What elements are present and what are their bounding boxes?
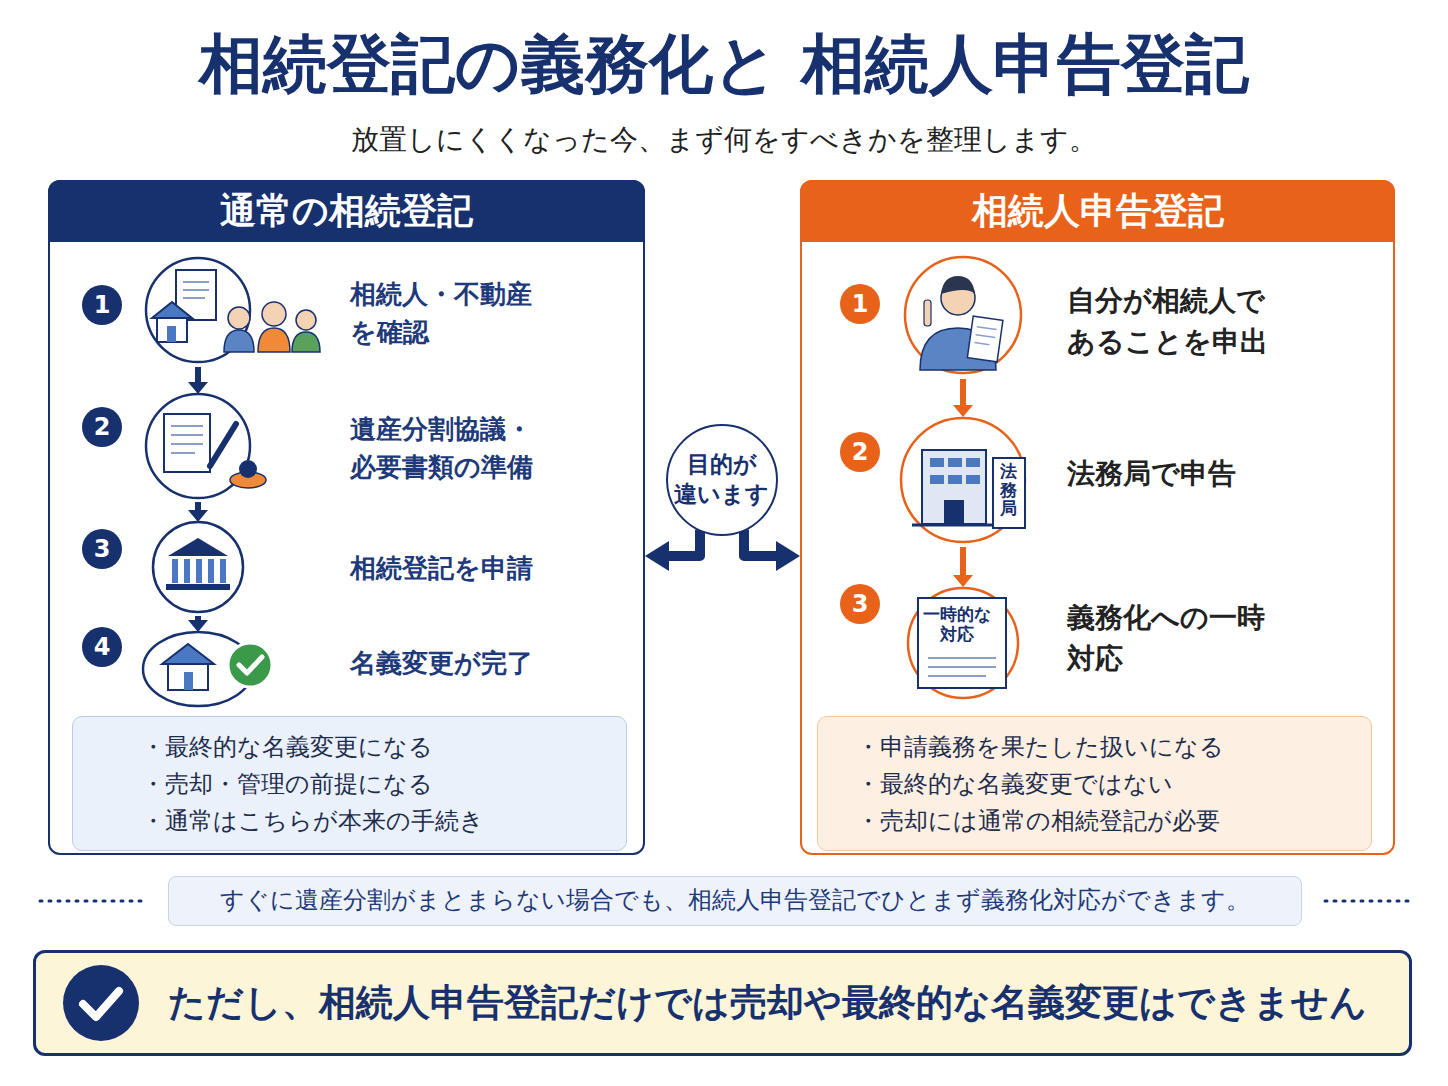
- step-label: 相続人・不動産を確認: [350, 276, 548, 351]
- note-text: すぐに遺産分割がまとまらない場合でも、相続人申告登記でひとまず義務化対応ができま…: [220, 885, 1250, 916]
- bullet-box: ・最終的な名義変更になる・売却・管理の前提になる・通常はこちらが本来の手続き: [72, 716, 627, 851]
- sign-label: 法務局: [1000, 462, 1017, 518]
- connector-line: [195, 367, 201, 382]
- step-label: 自分が相続人で あることを申出: [1067, 281, 1280, 362]
- conclusion-text: ただし、相続人申告登記だけでは売却や最終的な名義変更はできません: [168, 981, 1367, 1025]
- arrow-head: [776, 541, 800, 571]
- temporary-document-icon: [908, 588, 1018, 698]
- callout-number: 2: [852, 440, 869, 464]
- step-box: 4 名義変更が完了: [80, 632, 640, 710]
- connector: [188, 616, 208, 632]
- label-wrap: 法務局: [1000, 462, 1017, 518]
- dotted-line: [40, 900, 148, 903]
- step-text-wrap: 法務局で申告: [1067, 454, 1236, 495]
- bullet-box: ・申請義務を果たした扱いになる・最終的な名義変更ではない・売却には通常の相続登記…: [817, 716, 1372, 851]
- connector: [953, 379, 973, 417]
- number-badge: 4: [82, 627, 122, 667]
- connector: [744, 529, 800, 571]
- callout-number: 3: [852, 592, 869, 616]
- step-text-wrap: 遺産分割協議・ 必要書類の準備: [350, 411, 548, 486]
- step-label: 相続登記を申請: [350, 550, 533, 588]
- check-icon: [61, 963, 141, 1043]
- bullet-item: ・最終的な名義変更ではない: [856, 766, 1361, 803]
- connector: [188, 502, 208, 522]
- bullet-item: ・通常はこちらが本来の手続き: [141, 803, 616, 840]
- bullet-item: ・申請義務を果たした扱いになる: [856, 729, 1361, 766]
- conclusion-wrap: ただし、相続人申告登記だけでは売却や最終的な名義変更はできません: [168, 953, 1399, 1053]
- purpose-circle: 目的が 違います: [666, 424, 778, 536]
- number-badge: 2: [840, 432, 880, 472]
- purpose-text: 目的が 違います: [673, 450, 772, 510]
- number-badge: 1: [840, 284, 880, 324]
- document-label: 一時的な 対応: [920, 604, 995, 645]
- callout-number: 1: [94, 293, 111, 317]
- step-box: 1 相続人・不動産を確認: [80, 257, 640, 367]
- step3-icon: [153, 522, 243, 612]
- callout-number: 3: [94, 537, 111, 561]
- step-label: 名義変更が完了: [350, 645, 533, 683]
- connector-line: [960, 379, 966, 405]
- step-box: 3 相続登記を申請: [80, 522, 640, 616]
- bullet-item: ・売却・管理の前提になる: [141, 766, 616, 803]
- label-wrap: 一時的な 対応: [920, 604, 995, 645]
- step2-icon: [146, 394, 266, 498]
- step-box: 1 自分が相続人で あることを申出: [822, 257, 1382, 379]
- step-text-wrap: 名義変更が完了: [350, 645, 533, 683]
- bullet-item: ・売却には通常の相続登記が必要: [856, 803, 1361, 840]
- step-box: 2 法務局で申告: [822, 417, 1382, 547]
- caption: 放置しにくくなった今、まず何をすべきかを整理します。: [351, 122, 1097, 158]
- panel-header: 相続人申告登記: [800, 180, 1395, 242]
- connector: [645, 529, 700, 571]
- title-wrap: 相続登記の義務化と 相続人申告登記: [0, 26, 1448, 103]
- caption-wrap: 放置しにくくなった今、まず何をすべきかを整理します。: [0, 122, 1448, 158]
- step-text-wrap: 相続登記を申請: [350, 550, 533, 588]
- connector-line: [669, 529, 700, 556]
- number-badge: 1: [82, 285, 122, 325]
- panel: 相続人申告登記 1 自分が相続人で あることを申出 2 法務局で申告 3 義務化への一時対応…: [800, 180, 1395, 855]
- step-label: 法務局で申告: [1067, 454, 1236, 495]
- panel-title: 通常の相続登記: [220, 187, 473, 236]
- connector: [953, 547, 973, 587]
- dotted-line: [1325, 900, 1408, 903]
- number-badge: 2: [82, 407, 122, 447]
- number-badge: 3: [82, 529, 122, 569]
- step4-icon: [143, 632, 272, 706]
- arrow-head: [645, 541, 669, 571]
- arrow-head: [188, 620, 208, 632]
- callout-number: 4: [94, 635, 111, 659]
- legal-bureau-icon: [901, 418, 1025, 542]
- step-box: 2 遺産分割協議・ 必要書類の準備: [80, 394, 640, 502]
- arrow-head: [953, 405, 973, 417]
- panel-title: 相続人申告登記: [972, 187, 1224, 236]
- step-text-wrap: 義務化への一時対応: [1067, 598, 1280, 679]
- callout-number: 2: [94, 415, 111, 439]
- connector-line: [960, 547, 966, 575]
- conclusion-box: ただし、相続人申告登記だけでは売却や最終的な名義変更はできません: [33, 950, 1412, 1056]
- step-label: 義務化への一時対応: [1067, 598, 1280, 679]
- title: 相続登記の義務化と 相続人申告登記: [199, 26, 1249, 103]
- applicant-icon: [905, 257, 1021, 373]
- arrow-head: [188, 510, 208, 522]
- step-text-wrap: 相続人・不動産を確認: [350, 276, 548, 351]
- step1-icon: [146, 258, 320, 362]
- number-badge: 3: [840, 584, 880, 624]
- bullet-item: ・最終的な名義変更になる: [141, 729, 616, 766]
- connector-line: [195, 502, 201, 510]
- arrow-head: [188, 382, 208, 394]
- callout-number: 1: [852, 292, 869, 316]
- panel: 通常の相続登記 1 相続人・不動産を確認 2 遺産分割協議・ 必要書類の準備 3 相続登記を…: [48, 180, 645, 855]
- panel-header: 通常の相続登記: [48, 180, 645, 242]
- connector: [188, 367, 208, 394]
- connector-line: [195, 616, 201, 620]
- step-box: 3 義務化への一時対応: [822, 587, 1382, 702]
- step-label: 遺産分割協議・ 必要書類の準備: [350, 411, 548, 486]
- connector-line: [744, 529, 776, 556]
- step-text-wrap: 自分が相続人で あることを申出: [1067, 281, 1280, 362]
- arrow-head: [953, 575, 973, 587]
- note-band: すぐに遺産分割がまとまらない場合でも、相続人申告登記でひとまず義務化対応ができま…: [168, 876, 1302, 926]
